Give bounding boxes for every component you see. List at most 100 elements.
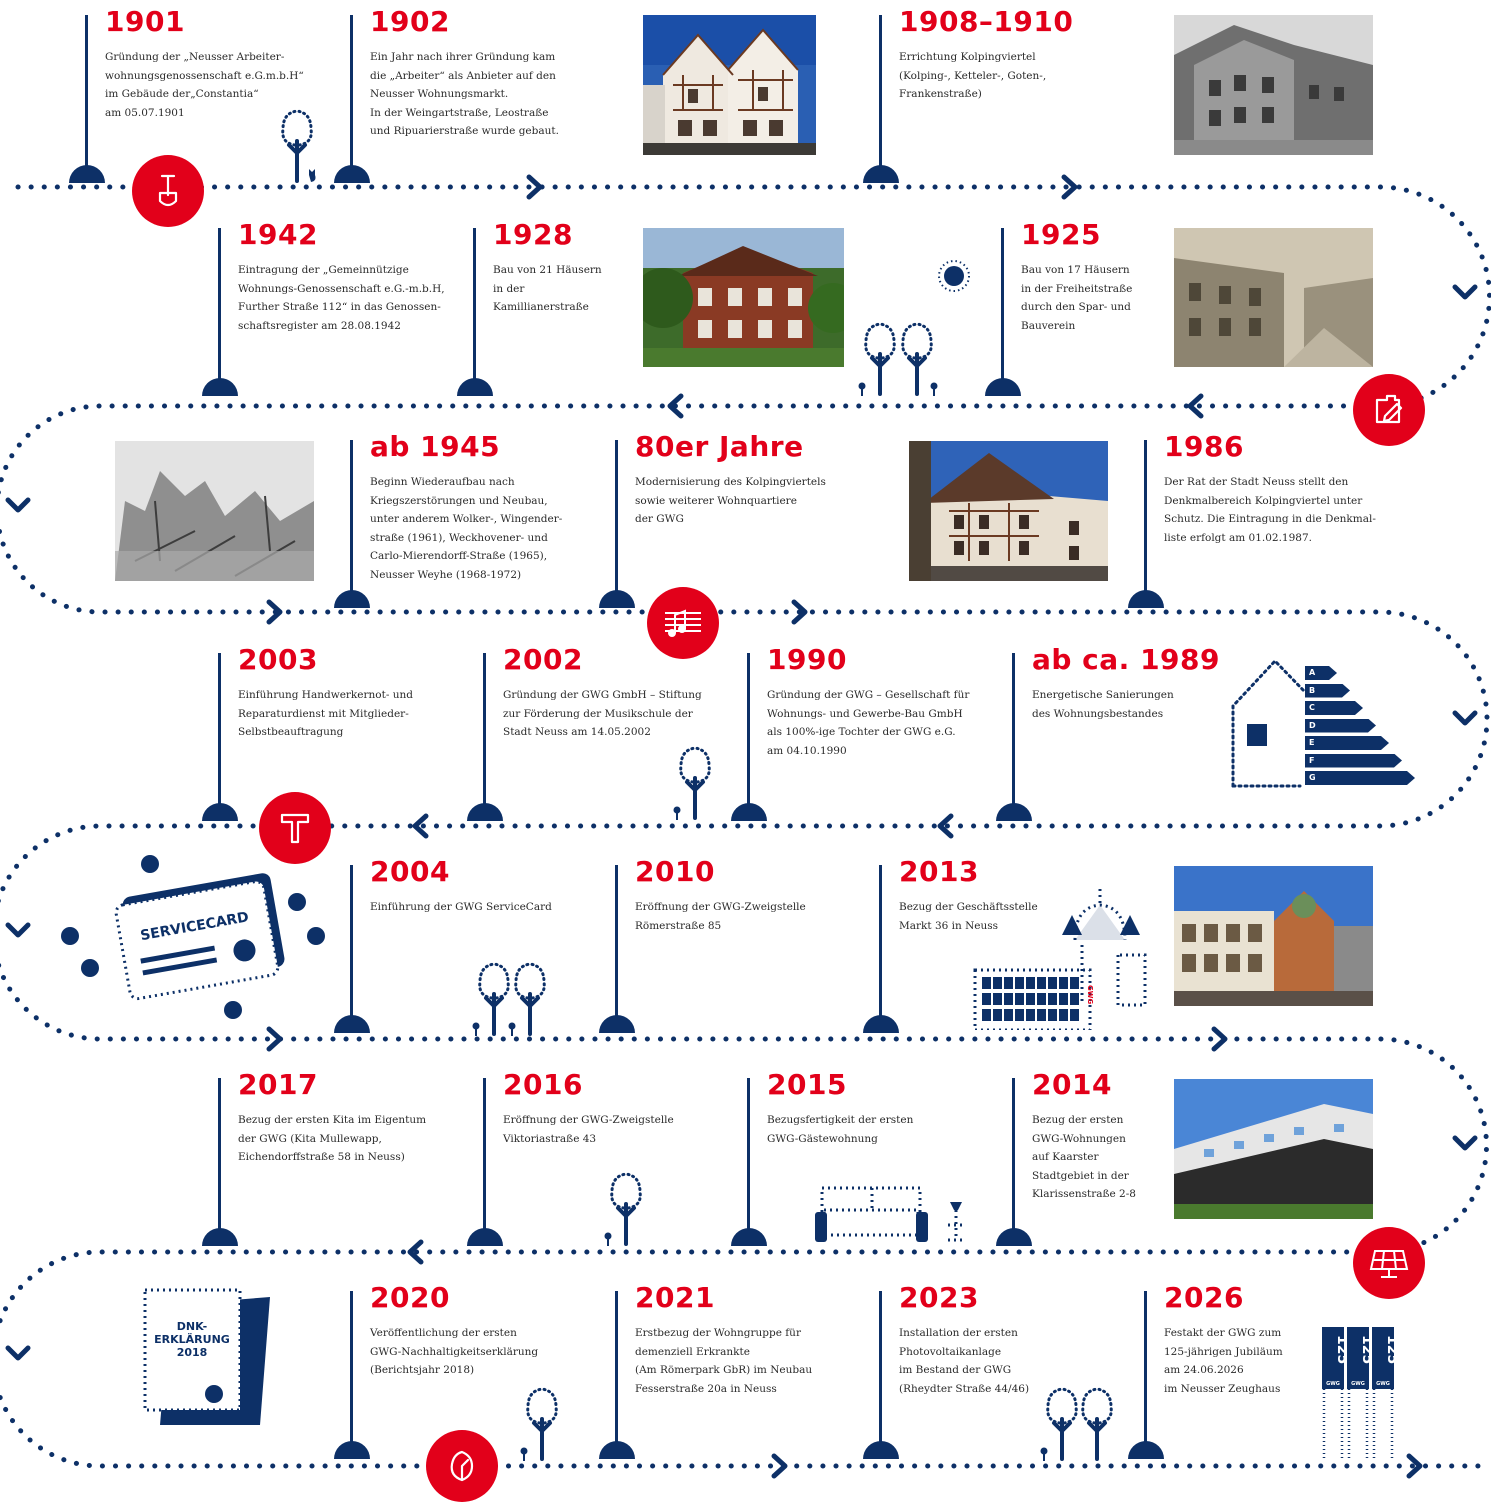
timeline-marker	[599, 1441, 635, 1459]
timeline-stem	[473, 228, 476, 394]
dnk-line3: 2018	[177, 1346, 208, 1359]
chevron-right-icon	[266, 599, 283, 625]
building-window	[1037, 977, 1046, 989]
event-year: 2003	[238, 643, 318, 676]
gift-icon	[61, 927, 79, 945]
building-window	[1015, 993, 1024, 1005]
event-description: Der Rat der Stadt Neuss stellt den Denkm…	[1164, 476, 1376, 544]
event-year: 1901	[105, 5, 185, 38]
chevron-left-icon	[667, 393, 684, 419]
timeline-stem	[1144, 1291, 1147, 1457]
event-year: 2020	[370, 1281, 450, 1314]
event-year: 2026	[1164, 1281, 1244, 1314]
chevron-left-icon	[937, 813, 954, 839]
plant-icon	[81, 959, 99, 977]
building-window	[993, 993, 1002, 1005]
timeline-marker	[863, 165, 899, 183]
timeline-stem	[615, 1291, 618, 1457]
timeline-stem	[615, 865, 618, 1031]
timeline-marker	[985, 378, 1021, 396]
dnk-report-graphic: DNK- ERKLÄRUNG 2018	[140, 1285, 280, 1430]
dnk-line2: ERKLÄRUNG	[154, 1332, 230, 1346]
timeline-marker	[863, 1441, 899, 1459]
event-year: ab ca. 1989	[1032, 643, 1220, 676]
timeline-marker	[599, 590, 635, 608]
chevron-down-icon	[5, 922, 31, 938]
timeline-stem	[1012, 1078, 1015, 1244]
building-brand: GWG	[1086, 985, 1094, 1004]
timeline-stem	[218, 1078, 221, 1244]
building-window	[1070, 1009, 1079, 1021]
timeline-marker	[334, 165, 370, 183]
building-window	[1004, 993, 1013, 1005]
event-description: Gründung der GWG GmbH – Stiftung zur För…	[503, 689, 702, 738]
photo-freiheitstrasse-sepia	[1174, 228, 1373, 367]
chevron-right-icon	[771, 1453, 788, 1479]
timeline-stem	[350, 440, 353, 606]
timeline-marker	[202, 378, 238, 396]
tree-icon	[472, 962, 510, 1036]
event-year: 1990	[767, 643, 847, 676]
timeline-stem	[218, 653, 221, 819]
event-description: Bezug der Geschäftsstelle Markt 36 in Ne…	[899, 901, 1038, 932]
event-description: Eröffnung der GWG-Zweigstelle Römerstraß…	[635, 901, 806, 932]
event-year: 2023	[899, 1281, 979, 1314]
jubilee-number: 125	[1384, 1335, 1398, 1364]
edit-icon	[1375, 394, 1403, 424]
chevron-down-icon	[5, 1345, 31, 1361]
tree-icon	[673, 746, 711, 820]
timeline-stem	[483, 653, 486, 819]
timeline-marker	[69, 165, 105, 183]
timeline-stem	[350, 1291, 353, 1457]
gwg-building-illustration: GWG	[970, 885, 1150, 1032]
chevron-right-icon	[266, 1026, 283, 1052]
event-description: Ein Jahr nach ihrer Gründung kam die „Ar…	[370, 51, 559, 137]
chevron-right-icon	[1406, 1453, 1423, 1479]
building-window	[1048, 1009, 1057, 1021]
photo-kamillianerstrasse	[643, 228, 844, 367]
event-description: Bau von 21 Häusern in der Kamillianerstr…	[493, 264, 602, 313]
event-description: Erstbezug der Wohngruppe für demenziell …	[635, 1327, 813, 1395]
timeline-marker	[996, 1228, 1032, 1246]
edit-badge	[1353, 374, 1425, 446]
photo-war-ruins-bw	[115, 441, 314, 581]
event-year: 2013	[899, 855, 979, 888]
building-window	[1004, 977, 1013, 989]
chevron-right-icon	[1061, 174, 1078, 200]
timeline-marker	[202, 803, 238, 821]
event-year: 2016	[503, 1068, 583, 1101]
event-year: 2004	[370, 855, 450, 888]
event-year: 1925	[1021, 218, 1101, 251]
shovel-icon	[158, 174, 178, 207]
dnk-line1: DNK-	[177, 1320, 207, 1333]
event-description: Installation der ersten Photovoltaikanla…	[899, 1327, 1030, 1395]
event-description: Eintragung der „Gemeinnützige Wohnungs-G…	[238, 264, 445, 332]
sun-icon	[936, 258, 972, 294]
event-description: Errichtung Kolpingviertel (Kolping-, Ket…	[899, 51, 1047, 100]
building-window	[1037, 1009, 1046, 1021]
building-window	[1059, 1009, 1068, 1021]
tree-icon	[508, 962, 546, 1036]
event-description: Beginn Wiederaufbau nach Kriegszerstörun…	[370, 476, 563, 581]
shovel-badge	[132, 155, 204, 227]
event-year: 1942	[238, 218, 318, 251]
solar-badge	[1353, 1227, 1425, 1299]
tree-icon	[858, 322, 896, 396]
chevron-down-icon	[1452, 710, 1478, 726]
photo-kolpingviertel-bw	[1174, 15, 1373, 155]
event-description: Veröffentlichung der ersten GWG-Nachhalt…	[370, 1327, 539, 1376]
